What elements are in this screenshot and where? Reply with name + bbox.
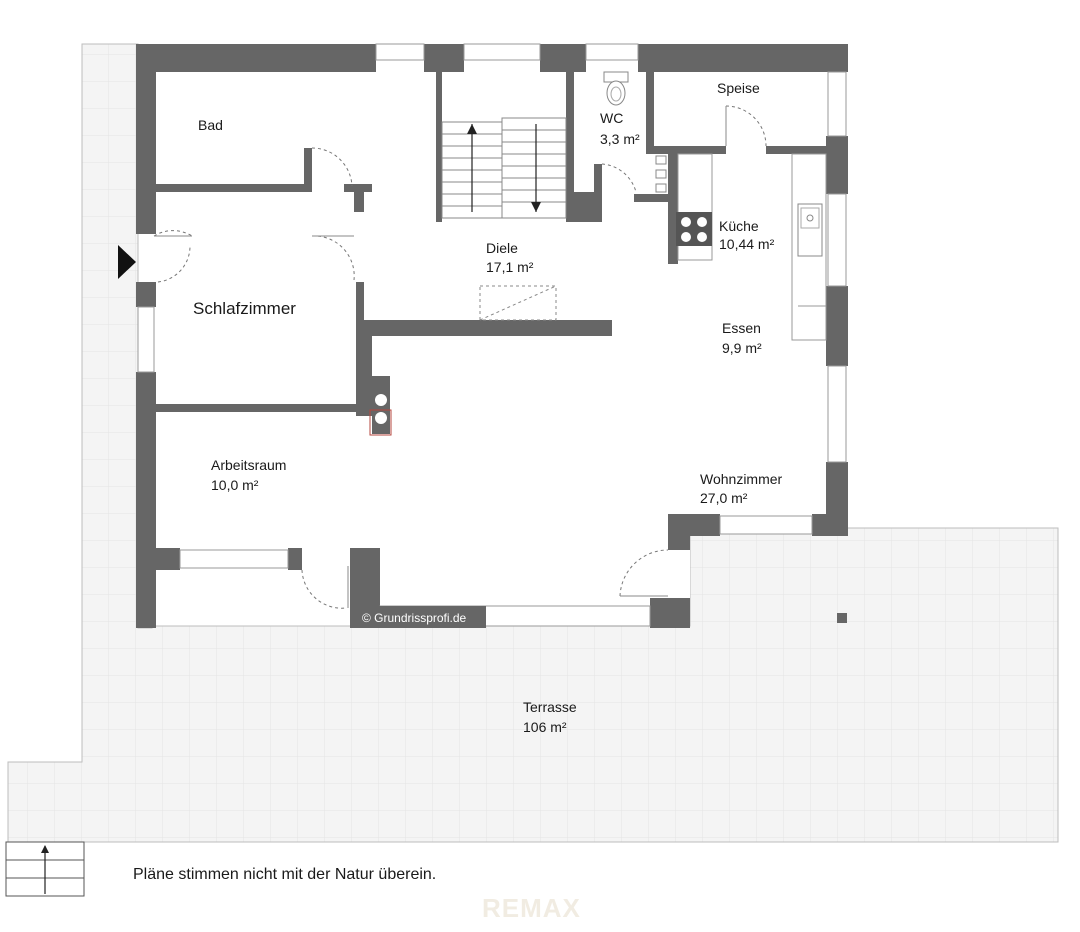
stair-legend-icon: [5, 841, 85, 897]
room-label-schlafzimmer: Schlafzimmer: [193, 299, 296, 318]
room-label-diele: Diele: [486, 240, 518, 256]
entrance-arrow-icon: [118, 245, 136, 279]
room-area-wc: 3,3 m²: [600, 131, 640, 147]
remax-watermark: REMAX: [482, 893, 581, 923]
terrace-post: [837, 613, 847, 623]
room-label-kueche: Küche: [719, 218, 759, 234]
chimney-flue-1: [375, 394, 387, 406]
room-area-arbeitsraum: 10,0 m²: [211, 477, 259, 493]
staircase: [441, 117, 567, 219]
kitchen-fittings: [655, 153, 827, 341]
room-area-essen: 9,9 m²: [722, 340, 762, 356]
copyright-plate: [358, 606, 486, 628]
copyright-text: © Grundrissprofi.de: [362, 611, 467, 625]
disclaimer-text: Pläne stimmen nicht mit der Natur überei…: [133, 866, 437, 883]
floor-hatch: [479, 285, 557, 321]
room-area-wohnzimmer: 27,0 m²: [700, 490, 748, 506]
windows: [137, 43, 847, 627]
outer-walls: [136, 44, 848, 628]
room-label-bad: Bad: [198, 117, 223, 133]
door-swings: [153, 105, 767, 609]
room-label-essen: Essen: [722, 320, 761, 336]
chimney-flue-2: [375, 412, 387, 424]
room-label-wohnzimmer: Wohnzimmer: [700, 471, 783, 487]
chimney-outline: [369, 409, 392, 436]
room-label-wc: WC: [600, 110, 623, 126]
room-area-terrasse: 106 m²: [523, 719, 567, 735]
room-label-arbeitsraum: Arbeitsraum: [211, 457, 286, 473]
room-label-terrasse: Terrasse: [523, 699, 577, 715]
room-area-diele: 17,1 m²: [486, 259, 534, 275]
room-area-kueche: 10,44 m²: [719, 236, 775, 252]
toilet: [603, 71, 629, 106]
room-label-speise: Speise: [717, 80, 760, 96]
